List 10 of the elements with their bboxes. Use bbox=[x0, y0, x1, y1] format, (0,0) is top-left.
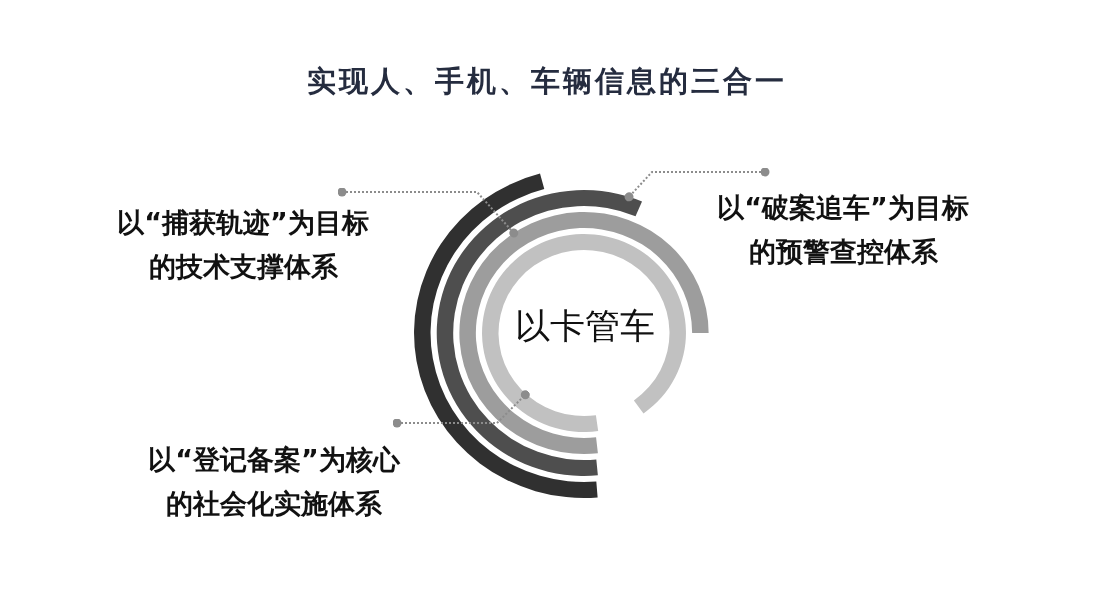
center-label: 以卡管车 bbox=[515, 305, 655, 348]
caption-text: 以“捕获轨迹”为目标的技术支撑体系 bbox=[116, 206, 370, 284]
ring-arc bbox=[482, 234, 686, 432]
title: 实现人、手机、车辆信息的三合一 bbox=[307, 63, 787, 99]
caption-text: 以“破案追车”为目标的预警查控体系 bbox=[716, 191, 970, 269]
leader-line bbox=[392, 390, 530, 428]
caption-text: 以“登记备案”为核心的社会化实施体系 bbox=[147, 443, 401, 521]
leader-line bbox=[337, 187, 519, 238]
leader-line bbox=[624, 167, 770, 202]
ring-arc bbox=[459, 212, 709, 454]
